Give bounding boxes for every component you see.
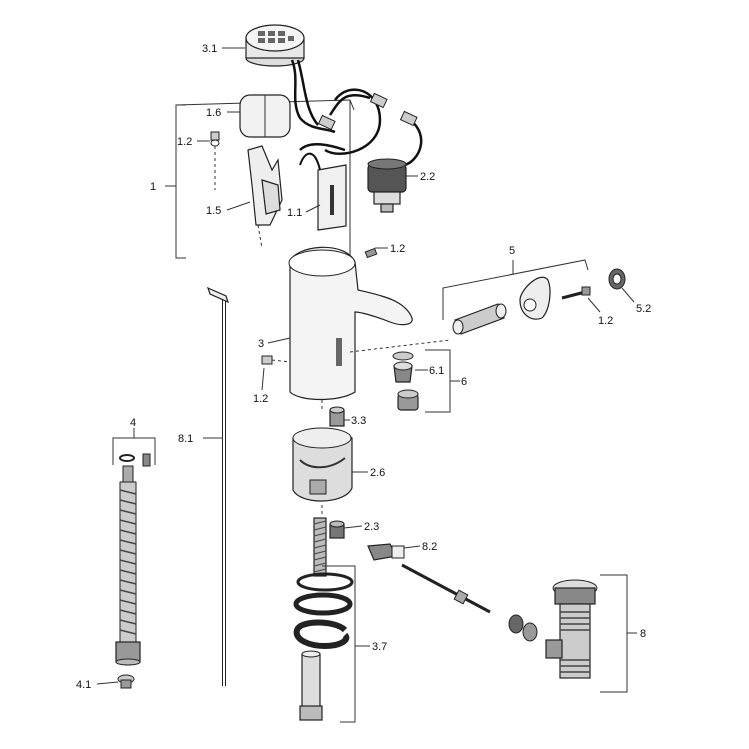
callout-label: 4	[130, 417, 136, 429]
callout-label: 2.2	[420, 171, 435, 183]
group-5-bracket	[442, 259, 589, 320]
lever-part	[519, 276, 551, 320]
callout-label: 5.2	[636, 303, 651, 315]
sensor-cap-part	[245, 24, 305, 67]
pivot-rod-part	[367, 543, 491, 614]
pop-up-waste-part	[545, 579, 598, 679]
group-6-bracket	[425, 349, 460, 413]
aerator-part	[397, 389, 419, 411]
callout-label: 4.1	[76, 679, 91, 691]
threaded-rod-part	[313, 517, 327, 577]
callout-label: 6	[461, 376, 467, 388]
screw-part	[210, 131, 220, 190]
nipple-part	[329, 406, 345, 427]
callout-label: 1.2	[598, 315, 613, 327]
nut-part	[329, 520, 345, 539]
filter-part	[392, 351, 414, 383]
callout-label: 2.6	[370, 467, 385, 479]
callout-labels: 3.1 1.6 1.2 1 1.5 1.1 2.2 1.2 5 5.2 1.2 …	[76, 43, 651, 691]
valve-housing-part	[292, 427, 353, 516]
waste-bracket	[600, 574, 637, 693]
group-4-bracket	[112, 428, 156, 465]
callout-label: 1.2	[390, 243, 405, 255]
screw-part	[561, 286, 591, 300]
screw-part	[364, 247, 378, 259]
horseshoe-plate-part	[293, 619, 350, 650]
callout-label: 1.2	[177, 136, 192, 148]
control-module-part	[299, 152, 347, 231]
callout-label: 3.1	[202, 43, 217, 55]
callout-label: 6.1	[429, 365, 444, 377]
threaded-sleeve-part	[299, 650, 323, 721]
callout-lines	[96, 47, 635, 685]
sensor-cables	[290, 59, 423, 167]
pop-up-rod-part	[207, 286, 229, 686]
solenoid-valve-part	[367, 158, 407, 213]
callout-label: 3.3	[351, 415, 366, 427]
callout-label: 3.7	[372, 641, 387, 653]
callout-label: 8.1	[178, 433, 193, 445]
mounting-bracket-part	[247, 145, 283, 249]
callout-label: 8	[640, 628, 646, 640]
washer-part	[293, 592, 353, 616]
faucet-body-part	[288, 246, 451, 412]
callout-label: 8.2	[422, 541, 437, 553]
washer-part	[296, 572, 354, 592]
callout-label: 2.3	[364, 521, 379, 533]
cap-nut-part	[608, 268, 626, 290]
callout-label: 1.5	[206, 205, 221, 217]
waste-nut-part	[508, 614, 538, 642]
callout-label: 3	[258, 338, 264, 350]
screw-part	[142, 453, 151, 467]
cartridge-part	[452, 303, 507, 335]
screw-part	[261, 355, 291, 365]
group-1-bracket	[165, 99, 355, 259]
callout-label: 1.1	[287, 207, 302, 219]
callout-label: 1	[150, 181, 156, 193]
washer-part	[117, 674, 135, 689]
battery-part	[239, 94, 291, 138]
callout-label: 1.6	[206, 107, 221, 119]
callout-label: 5	[509, 245, 515, 257]
supply-hose-part	[115, 454, 141, 666]
callout-label: 1.2	[253, 393, 268, 405]
